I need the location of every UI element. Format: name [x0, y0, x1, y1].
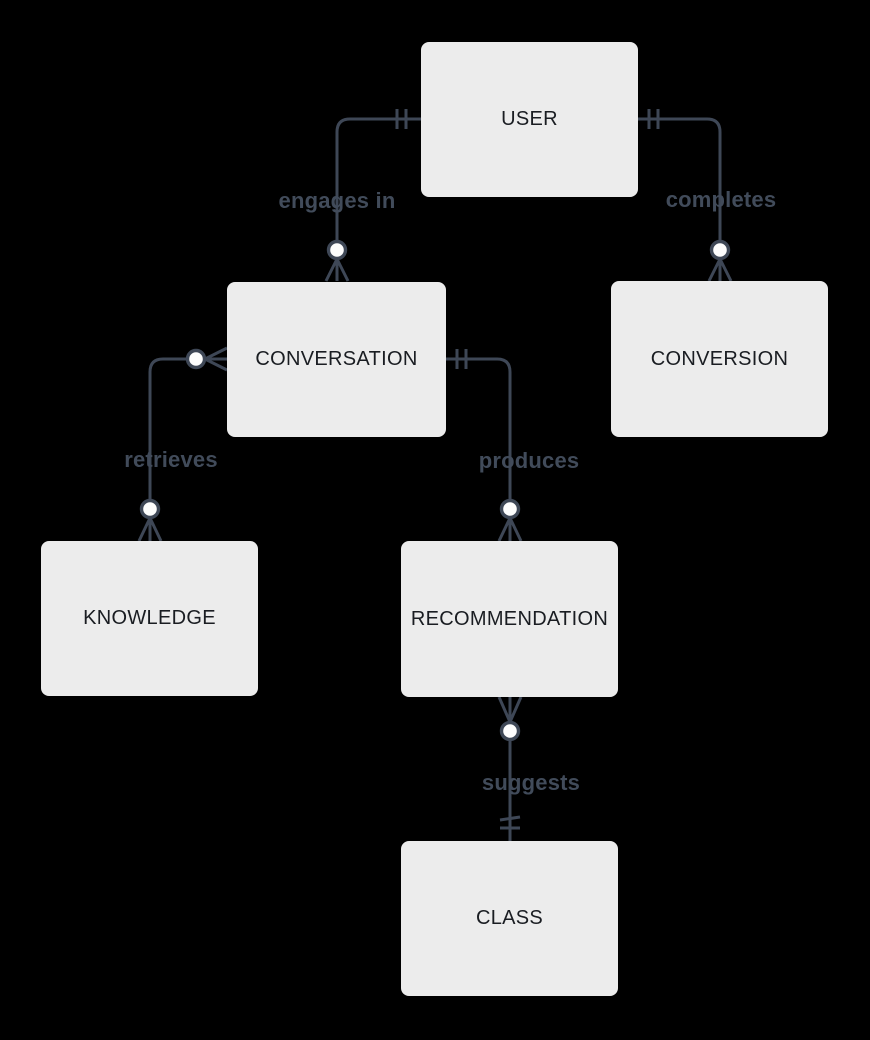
entity-user: USER [421, 42, 638, 197]
zero-cardinality-circle [709, 239, 731, 261]
edge-user-completes-conversion [638, 109, 733, 282]
connector-line [638, 117, 722, 241]
zero-cardinality-circle [326, 239, 348, 261]
zero-cardinality-circle [499, 498, 521, 520]
crow-foot-many-marker [497, 696, 523, 723]
entity-label: KNOWLEDGE [83, 607, 216, 629]
entity-knowledge: KNOWLEDGE [41, 541, 258, 696]
one-cardinality-marker [395, 109, 408, 129]
crow-foot-many-marker [324, 258, 350, 282]
entity-label: CONVERSION [650, 347, 789, 370]
one-cardinality-marker [499, 815, 521, 830]
entity-label: CLASS [475, 907, 544, 929]
entity-label: RECOMMENDATION [410, 607, 609, 630]
crow-foot-many-marker [497, 517, 523, 542]
entity-conversation: CONVERSATION [227, 282, 446, 437]
connector-line [335, 117, 421, 241]
entity-label: CONVERSATION [255, 348, 418, 370]
crow-foot-many-marker [707, 258, 733, 282]
connector-line [446, 357, 512, 500]
relationship-label-completes: completes [665, 187, 777, 212]
zero-cardinality-circle [499, 720, 521, 742]
entity-conversion: CONVERSION [611, 281, 828, 437]
relationship-label-produces: produces [478, 448, 580, 473]
edge-conversation-retrieves-knowledge [137, 346, 228, 542]
relationship-label-suggests: suggests [481, 770, 581, 795]
edge-user-engages-conversation [324, 109, 421, 282]
edge-conversation-produces-recommendation [446, 349, 523, 542]
crow-foot-many-marker [204, 346, 228, 372]
entity-recommendation: RECOMMENDATION [401, 541, 618, 697]
edge-recommendation-suggests-class [497, 696, 523, 841]
relationship-label-retrieves: retrieves [124, 447, 218, 472]
entity-class: CLASS [401, 841, 618, 996]
relationship-label-engages-in: engages in [278, 188, 396, 213]
entity-label: USER [501, 108, 558, 130]
connector-line [148, 357, 187, 500]
one-cardinality-marker [647, 109, 660, 129]
zero-cardinality-circle [139, 498, 161, 520]
zero-cardinality-circle [185, 348, 207, 370]
one-cardinality-marker [455, 349, 468, 369]
crow-foot-many-marker [137, 517, 163, 542]
